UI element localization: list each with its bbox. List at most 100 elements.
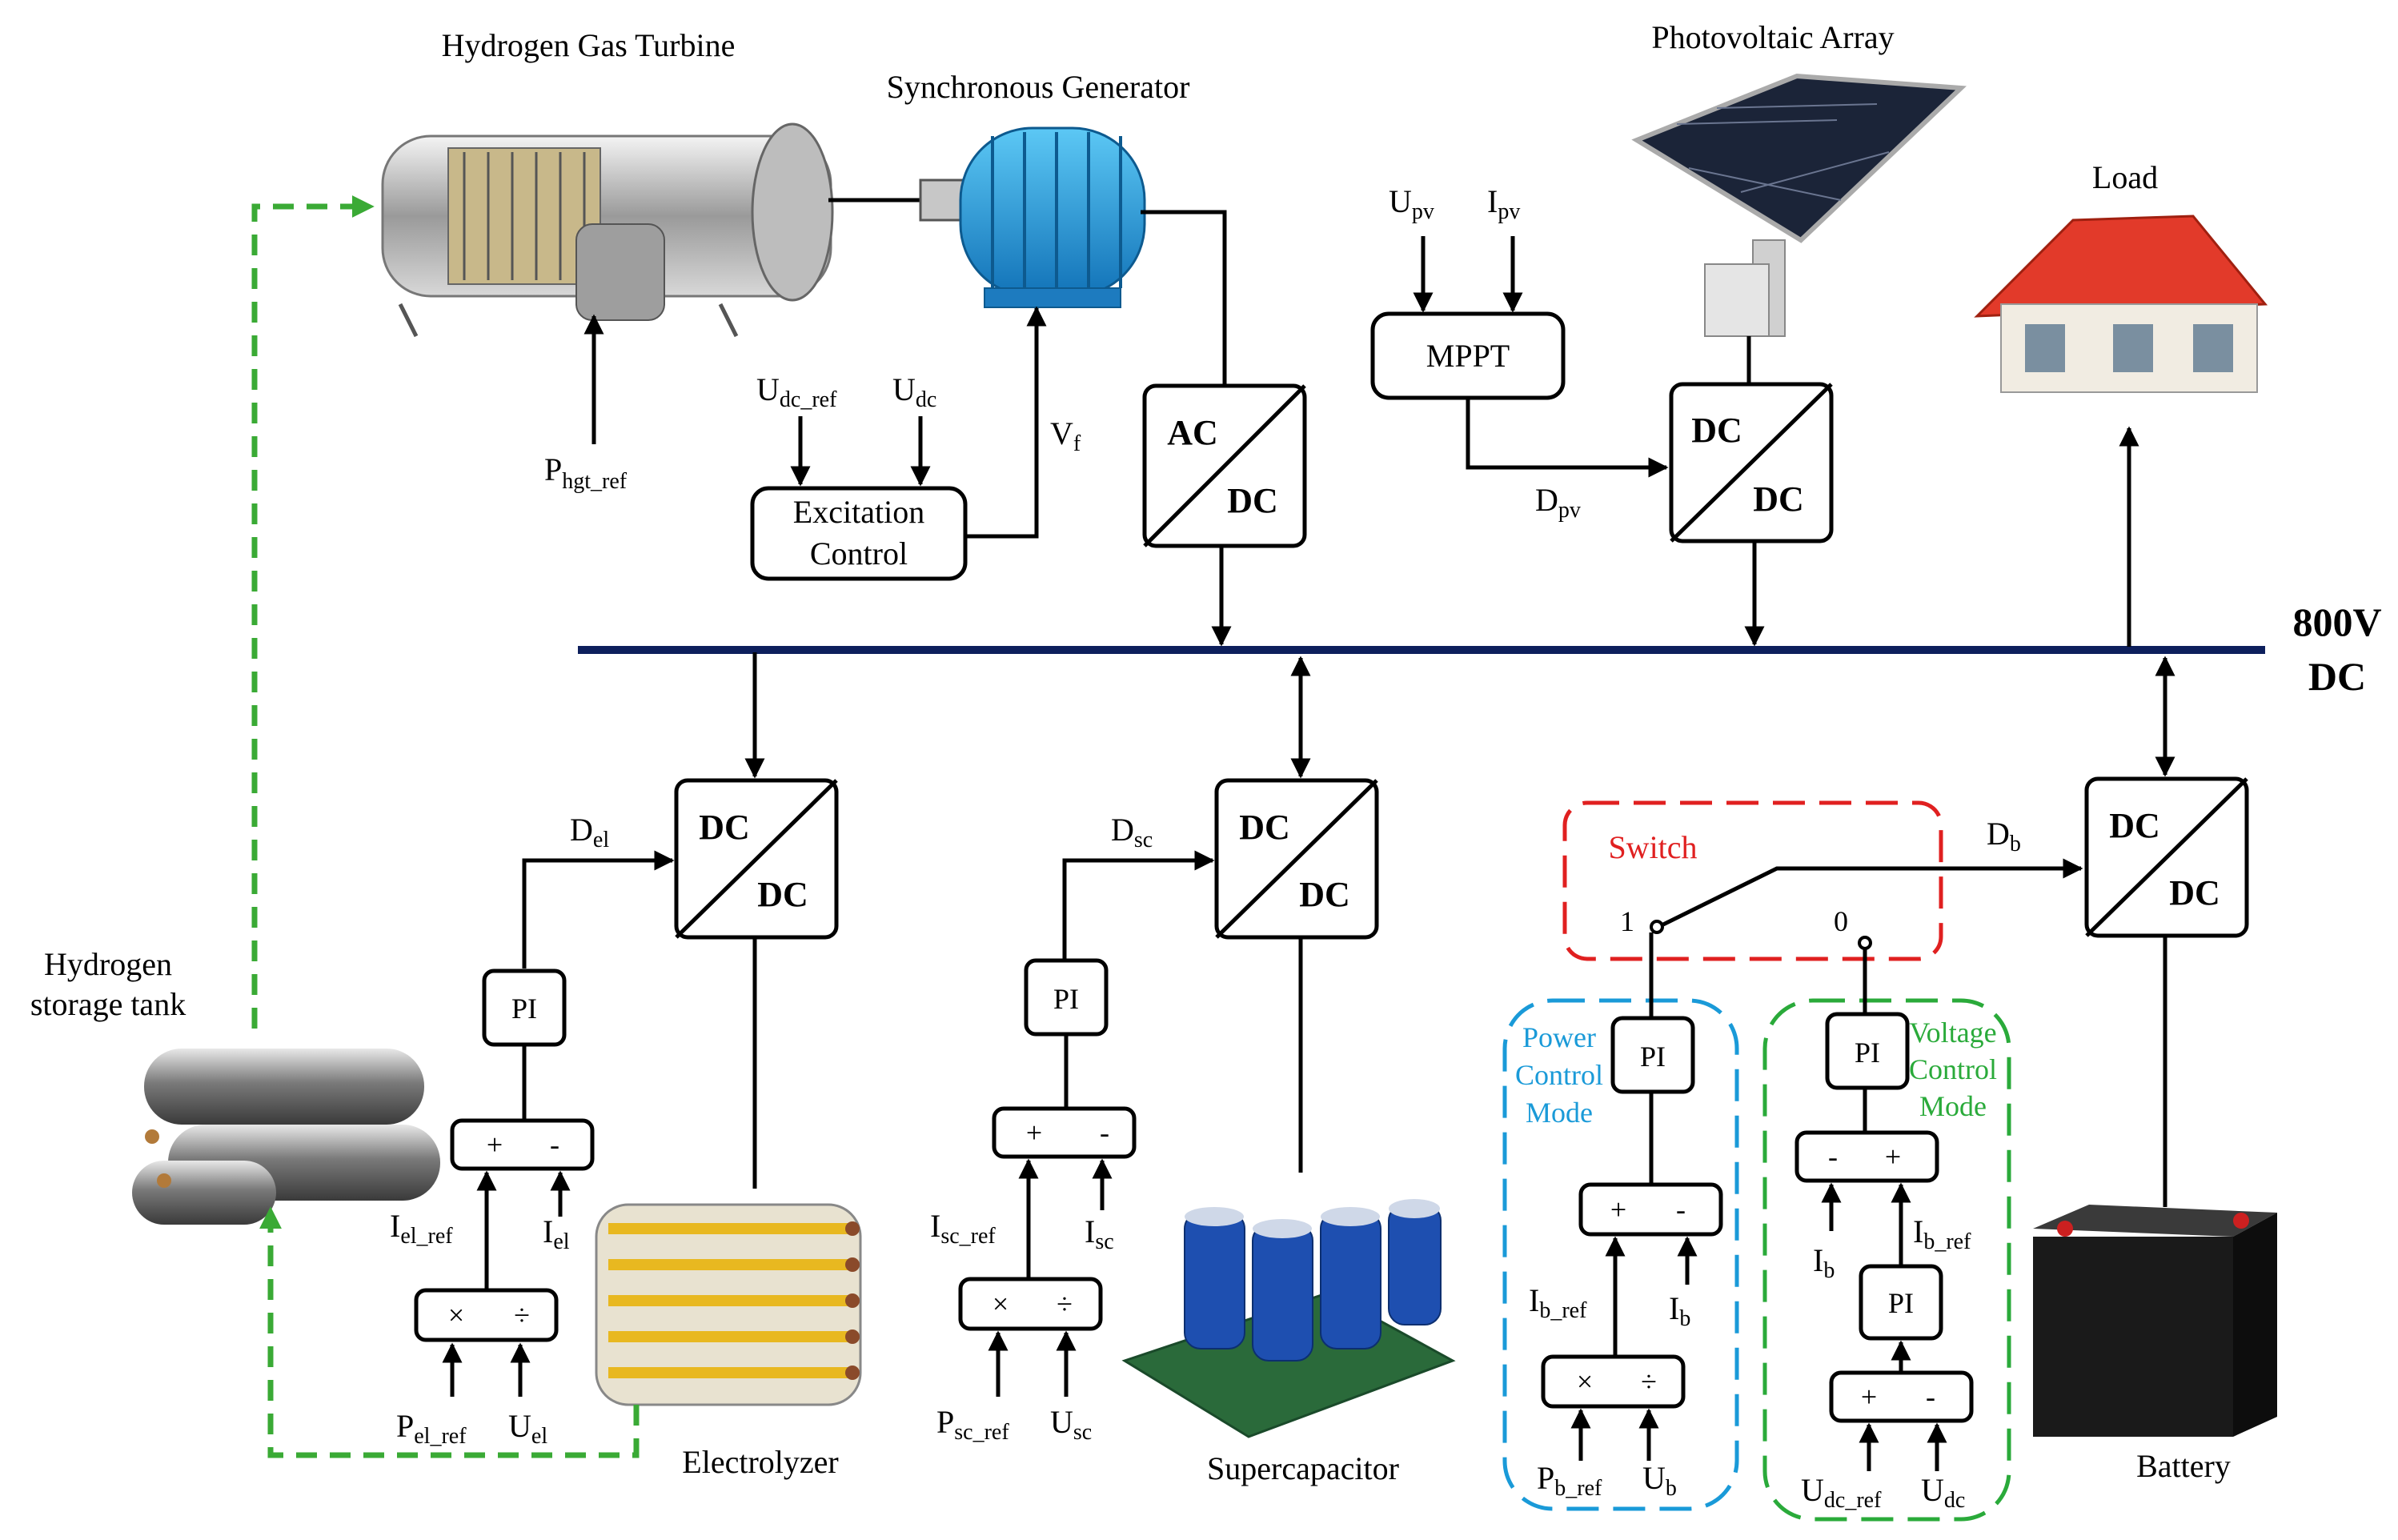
iel-label: Iel xyxy=(543,1213,570,1254)
udc-ref2-label: Udc_ref xyxy=(1801,1472,1882,1513)
dpv-arrow xyxy=(1466,398,1669,478)
upv-label: Upv xyxy=(1389,183,1434,224)
vcm-sum2-block xyxy=(1829,1370,1974,1423)
ub-label: Ub xyxy=(1642,1460,1677,1501)
sc-div: ÷ xyxy=(1057,1288,1073,1320)
power-mode-line2: Control xyxy=(1515,1059,1603,1091)
excitation-label-2: Control xyxy=(810,535,908,571)
power-mode-line1: Power xyxy=(1522,1021,1596,1053)
battery-dcdc-diagonal xyxy=(2085,777,2248,937)
sc-sum-block xyxy=(992,1106,1137,1159)
ac-dc-diagonal xyxy=(1143,384,1306,547)
gas-turbine-label: Hydrogen Gas Turbine xyxy=(442,27,736,63)
sc-dcdc-diagonal xyxy=(1215,779,1378,939)
el-dcdc-label-top: DC xyxy=(699,808,750,847)
vcm-pi2-block xyxy=(1859,1264,1943,1341)
del-arrow xyxy=(522,850,675,969)
hydrogen-tank-illustration xyxy=(132,1049,440,1225)
pv-label: Photovoltaic Array xyxy=(1651,19,1894,55)
mppt-label: MPPT xyxy=(1426,338,1510,374)
psc-ref-label: Psc_ref xyxy=(936,1404,1009,1445)
vf-arrow xyxy=(965,306,1047,539)
tank-to-turbine-path xyxy=(251,195,375,1029)
vcm-sum2-minus: - xyxy=(1926,1381,1935,1413)
pcm-sum-block xyxy=(1578,1182,1723,1237)
el-muldiv-block xyxy=(414,1288,559,1342)
house-illustration xyxy=(1974,215,2268,393)
battery-dcdc-label-bottom: DC xyxy=(2169,873,2220,912)
sc-dcdc-label-bottom: DC xyxy=(1299,875,1350,914)
iel-ref-label: Iel_ref xyxy=(390,1208,453,1249)
excitation-label-1: Excitation xyxy=(793,494,924,530)
gen-to-acdc-line xyxy=(1141,210,1227,386)
sc-pi-label: PI xyxy=(1053,983,1079,1015)
vcm-sum2-plus: + xyxy=(1861,1381,1877,1413)
generator-label: Synchronous Generator xyxy=(887,69,1190,105)
pel-ref-label: Pel_ref xyxy=(396,1408,467,1449)
pb-ref-label: Pb_ref xyxy=(1537,1460,1602,1501)
electrolyzer-illustration xyxy=(595,1203,862,1406)
vcm-sum-minus: - xyxy=(1828,1141,1838,1173)
vf-label: Vf xyxy=(1050,415,1081,456)
pcm-muldiv-block xyxy=(1541,1354,1686,1409)
del-label: Del xyxy=(570,812,609,852)
switch-label: Switch xyxy=(1608,829,1697,865)
dpv-label: Dpv xyxy=(1535,482,1581,523)
pv-dcdc-diagonal xyxy=(1670,383,1833,543)
switch-pos-0: 0 xyxy=(1834,905,1848,937)
el-mul: × xyxy=(448,1299,464,1331)
ipv-label: Ipv xyxy=(1487,183,1520,224)
uel-label: Uel xyxy=(508,1408,547,1449)
pv-array-illustration xyxy=(1631,73,1967,337)
pv-dcdc-label-top: DC xyxy=(1691,411,1742,450)
pcm-mul: × xyxy=(1577,1366,1593,1398)
usc-label: Usc xyxy=(1050,1404,1092,1445)
pv-dcdc-label-bottom: DC xyxy=(1753,479,1804,519)
el-dcdc-diagonal xyxy=(675,779,838,939)
voltage-mode-line3: Mode xyxy=(1919,1090,1987,1122)
ac-dc-label-dc: DC xyxy=(1227,481,1278,520)
ib-ref2-label: Ib_ref xyxy=(1913,1213,1971,1254)
switch-contact-0 xyxy=(1858,936,1872,950)
ac-dc-label-ac: AC xyxy=(1167,413,1218,452)
voltage-mode-line1: Voltage xyxy=(1909,1017,1996,1049)
el-sum-plus: + xyxy=(487,1129,503,1161)
sc-sum-plus: + xyxy=(1026,1117,1042,1149)
bus-label-voltage: 800V xyxy=(2292,600,2381,644)
gas-turbine-illustration xyxy=(381,122,834,338)
switch-box xyxy=(1562,800,1943,961)
udc-label: Udc xyxy=(892,371,936,412)
tank-label-2: storage tank xyxy=(30,986,186,1022)
electrolyzer-label: Electrolyzer xyxy=(682,1444,838,1480)
udc-ref-label: Udc_ref xyxy=(756,371,837,412)
supercap-label: Supercapacitor xyxy=(1207,1450,1399,1486)
dsc-label: Dsc xyxy=(1111,812,1153,852)
vcm-sum-plus: + xyxy=(1885,1141,1901,1173)
battery-illustration xyxy=(2033,1205,2277,1437)
synchronous-generator-illustration xyxy=(919,126,1146,308)
isc-ref-label: Isc_ref xyxy=(930,1208,996,1249)
ib-label: Ib xyxy=(1669,1290,1690,1331)
switch-arm xyxy=(1662,858,2083,927)
switch-pos-1: 1 xyxy=(1620,905,1634,937)
voltage-control-mode-box xyxy=(1762,998,2011,1522)
electrolyzer-to-tank-path xyxy=(259,1206,640,1458)
bus-label-type: DC xyxy=(2308,654,2366,699)
ib-ref-label: Ib_ref xyxy=(1529,1282,1587,1323)
dsc-arrow xyxy=(1062,850,1215,959)
power-mode-line3: Mode xyxy=(1526,1097,1593,1129)
sc-sum-minus: - xyxy=(1100,1117,1109,1149)
load-label: Load xyxy=(2092,159,2158,195)
pcm-sum-minus: - xyxy=(1676,1193,1686,1225)
excitation-control-block xyxy=(750,486,968,581)
el-sum-block xyxy=(450,1118,595,1171)
phgt-ref-label: Phgt_ref xyxy=(544,451,628,494)
power-control-mode-box xyxy=(1502,998,1739,1511)
pcm-div: ÷ xyxy=(1641,1366,1657,1398)
pcm-pi-label: PI xyxy=(1640,1041,1666,1073)
vcm-pi-label: PI xyxy=(1855,1037,1880,1069)
sc-muldiv-block xyxy=(958,1277,1103,1331)
supercapacitor-illustration xyxy=(1121,1199,1456,1438)
ib2-label: Ib xyxy=(1813,1242,1835,1283)
